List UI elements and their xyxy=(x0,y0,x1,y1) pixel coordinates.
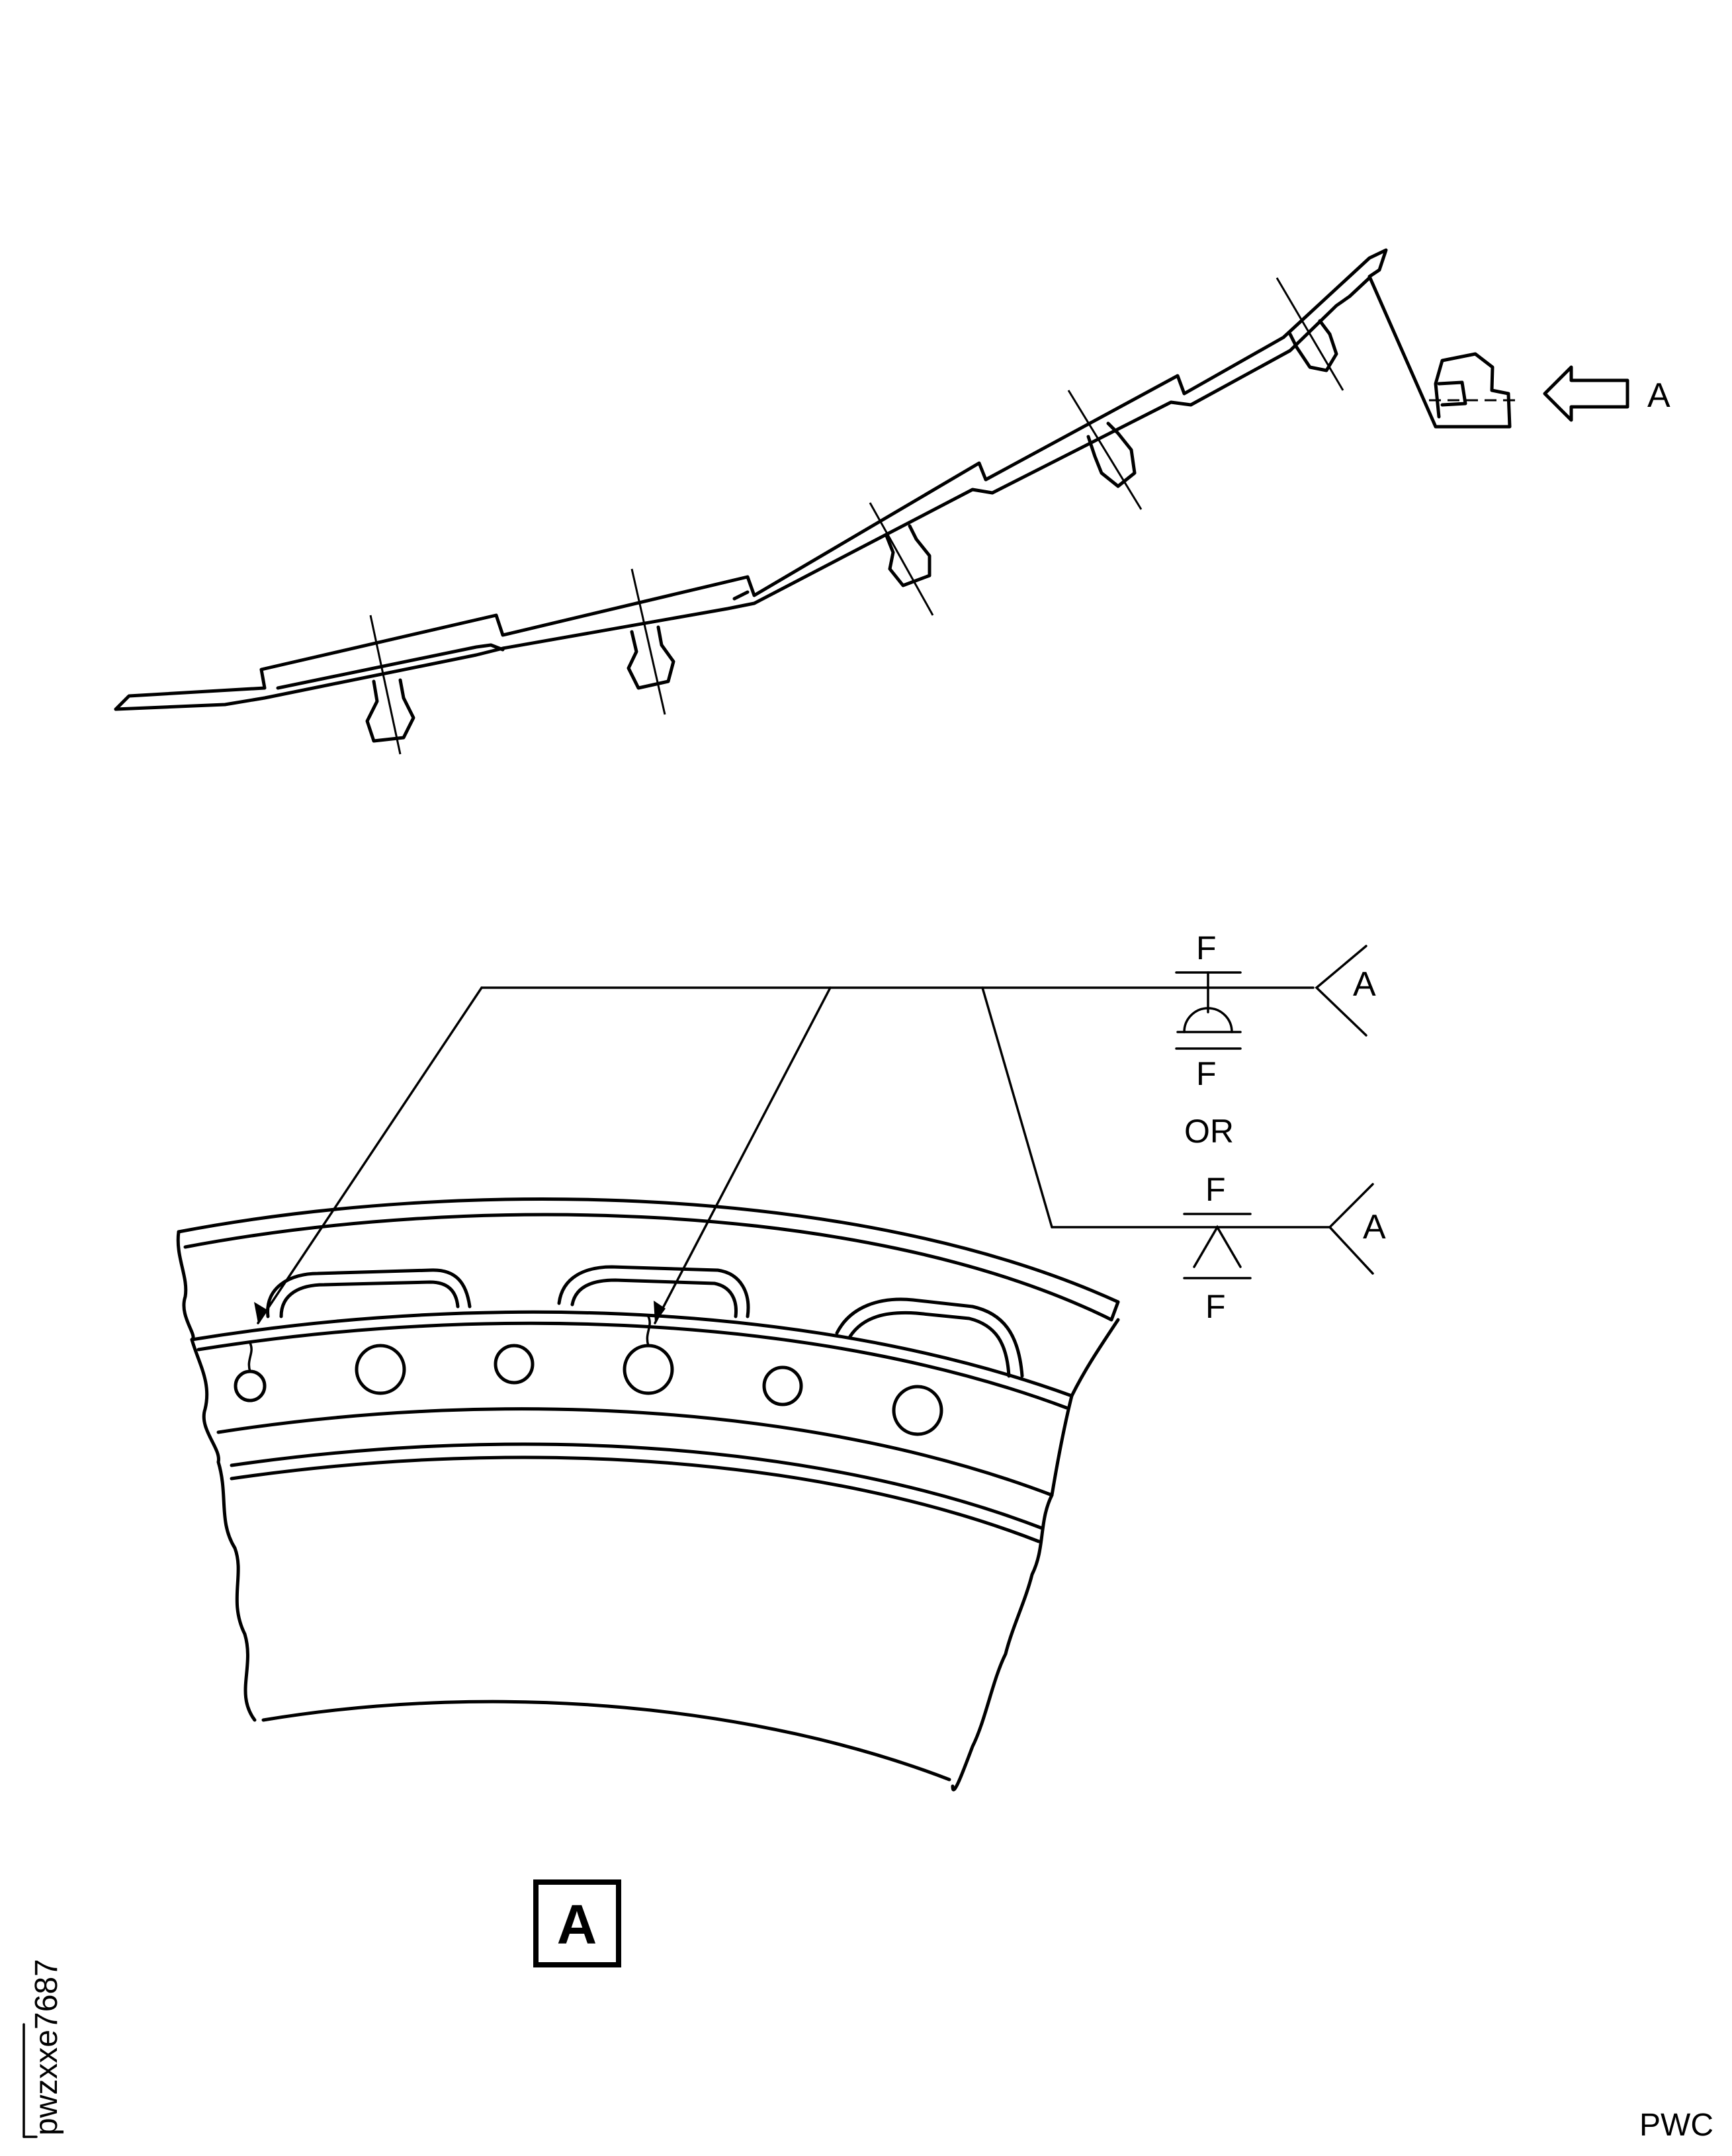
weld-lower-tail-label: A xyxy=(1363,1208,1386,1246)
cooling-slot-2 xyxy=(557,1265,750,1318)
band-top-inner xyxy=(196,1321,1068,1410)
liner-profile-outer xyxy=(114,248,1512,711)
footer-mark: PWC xyxy=(1639,2108,1713,2143)
view-arrow-a xyxy=(1543,365,1629,422)
rim-end xyxy=(1103,1300,1120,1322)
weld-or-label: OR xyxy=(1184,1113,1234,1150)
cooling-hole-large-1 xyxy=(355,1344,406,1395)
outer-rim-inner xyxy=(183,1213,1107,1318)
band-top xyxy=(190,1310,1074,1398)
weld-mark-2 xyxy=(646,1315,651,1347)
cooling-slot-2-inner xyxy=(570,1278,738,1318)
break-line-right xyxy=(951,1318,1120,1791)
view-label: A xyxy=(557,1893,597,1956)
leader-arrowhead-1 xyxy=(254,1302,267,1323)
weld-symbol-lower-fillet xyxy=(1193,1225,1242,1268)
stud-boss-3 xyxy=(869,502,934,616)
weld-tail-upper xyxy=(1315,945,1367,1037)
liner-step-1 xyxy=(276,643,505,690)
liner-section-view: A xyxy=(114,248,1670,755)
view-arrow-label: A xyxy=(1647,376,1670,415)
band-lower-rib xyxy=(230,1442,1044,1530)
leader-arrow-1 xyxy=(257,986,483,1324)
mounting-bracket xyxy=(1429,380,1522,407)
cooling-slot-1-inner xyxy=(279,1280,460,1318)
leader-arrow-2 xyxy=(654,986,832,1324)
liner-tip-inner xyxy=(1348,276,1371,298)
cooling-slot-3-inner xyxy=(848,1311,1011,1378)
figure-id: pwzxxe7687 xyxy=(29,1959,64,2135)
break-line-left xyxy=(176,1230,257,1722)
weld-tail-lower xyxy=(1328,1183,1374,1275)
cooling-hole-small-1 xyxy=(234,1369,267,1402)
weld-lower-bottom-label: F xyxy=(1205,1288,1226,1325)
bottom-edge xyxy=(261,1700,951,1782)
cooling-hole-small-2 xyxy=(494,1344,535,1385)
weld-lower-top-label: F xyxy=(1205,1171,1226,1208)
cooling-slot-3 xyxy=(835,1297,1024,1378)
weld-callout: F F A OR F F A xyxy=(254,929,1386,1325)
detail-view-a: A xyxy=(176,1197,1120,1967)
cooling-hole-large-3 xyxy=(892,1385,943,1436)
liner-profile-inner xyxy=(114,294,1352,711)
weld-upper-tail-label: A xyxy=(1353,965,1376,1004)
stud-boss-5 xyxy=(1276,277,1344,391)
band-bottom xyxy=(216,1407,1054,1497)
cooling-hole-small-3 xyxy=(762,1365,803,1406)
stud-boss-2 xyxy=(627,568,675,715)
band-lower-rib-inner xyxy=(230,1455,1041,1543)
stud-boss-1 xyxy=(365,615,415,755)
view-label-box xyxy=(533,1879,621,1967)
liner-step-2 xyxy=(732,590,750,601)
cooling-slot-1 xyxy=(266,1268,472,1318)
stud-boss-4 xyxy=(1067,390,1143,510)
weld-symbol-upper-arc xyxy=(1183,1007,1233,1033)
cooling-hole-large-2 xyxy=(623,1344,674,1395)
leader-arrowhead-2 xyxy=(654,1301,666,1323)
outer-rim xyxy=(177,1197,1120,1304)
figure-id-block: pwzxxe7687 xyxy=(22,1959,64,2138)
weld-mark-1 xyxy=(247,1342,253,1373)
weld-upper-top-label: F xyxy=(1196,929,1217,967)
leader-line-3 xyxy=(981,986,1053,1229)
weld-upper-bottom-label: F xyxy=(1196,1055,1217,1092)
